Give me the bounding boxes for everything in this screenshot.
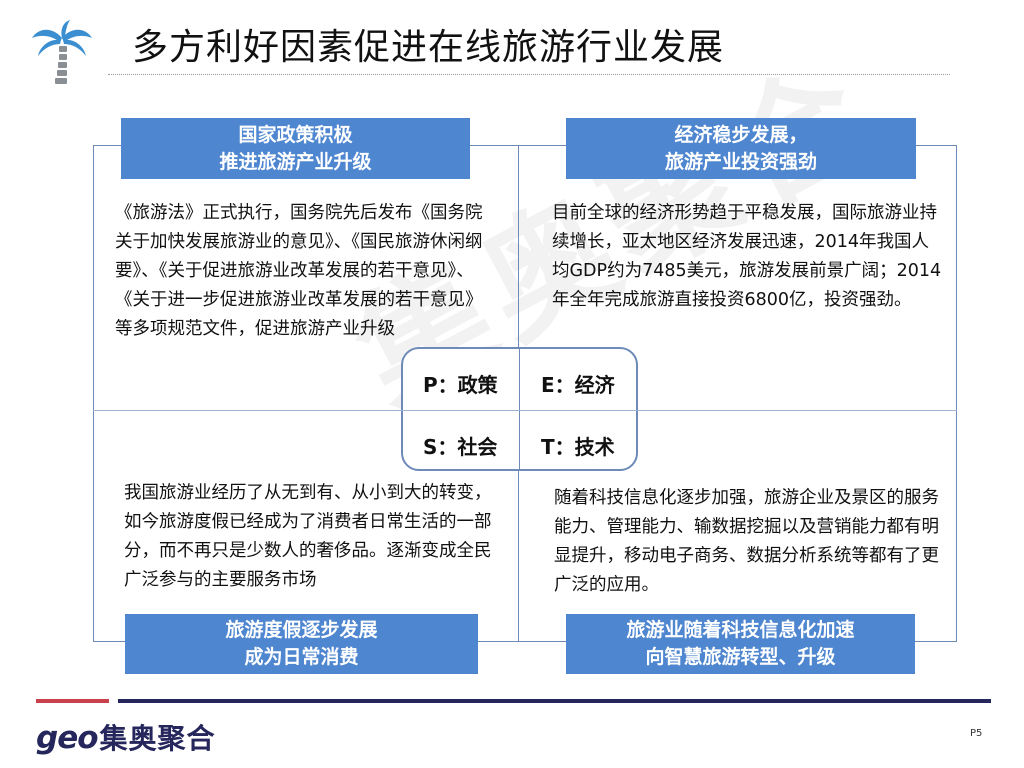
brand-logo: geo集奥聚合 [36, 717, 216, 757]
economic-header-line1: 经济稳步发展， [674, 123, 808, 146]
pest-economic-label: E：经济 [541, 373, 615, 397]
political-header-line1: 国家政策积极 [238, 123, 353, 146]
palm-tree-icon [32, 20, 92, 84]
footer-accent-bar-navy [118, 699, 991, 703]
social-body-text: 我国旅游业经历了从无到有、从小到大的转变，如今旅游度假已经成为了消费者日常生活的… [124, 483, 492, 590]
page-title: 多方利好因素促进在线旅游行业发展 [132, 27, 725, 68]
political-header-line2: 推进旅游产业升级 [219, 150, 372, 173]
footer-accent-bar-red [36, 699, 109, 703]
social-header-box: 旅游度假逐步发展 成为日常消费 [125, 614, 478, 674]
pest-technological-label: T：技术 [541, 435, 615, 459]
pest-political-label: P：政策 [423, 373, 498, 397]
page-number: P5 [970, 728, 983, 739]
political-body-text: 《旅游法》正式执行，国务院先后发布《国务院关于加快发展旅游业的意见》、《国民旅游… [115, 203, 483, 339]
pest-center-box: P：政策 E：经济 S：社会 T：技术 [401, 347, 638, 471]
technological-header-line2: 向智慧旅游转型、升级 [645, 646, 836, 668]
social-header-line1: 旅游度假逐步发展 [225, 619, 378, 641]
technological-header-box: 旅游业随着科技信息化加速 向智慧旅游转型、升级 [566, 614, 915, 674]
title-divider [108, 74, 950, 75]
economic-header-line2: 旅游产业投资强劲 [664, 150, 817, 173]
pest-vertical-divider [519, 347, 520, 471]
pest-social-label: S：社会 [423, 435, 498, 459]
economic-body-text: 目前全球的经济形势趋于平稳发展，国际旅游业持续增长，亚太地区经济发展迅速，201… [552, 203, 942, 310]
brand-chinese: 集奥聚合 [99, 722, 216, 755]
quadrant-frame [93, 145, 957, 642]
pest-horizontal-divider [401, 410, 638, 411]
brand-latin: geo [36, 720, 99, 756]
political-header-box: 国家政策积极 推进旅游产业升级 [121, 118, 470, 179]
economic-header-box: 经济稳步发展， 旅游产业投资强劲 [566, 118, 916, 179]
technological-body-text: 随着科技信息化逐步加强，旅游企业及景区的服务能力、管理能力、输数据挖掘以及营销能… [554, 488, 939, 595]
technological-header-line1: 旅游业随着科技信息化加速 [626, 619, 855, 641]
social-header-line2: 成为日常消费 [244, 646, 359, 668]
